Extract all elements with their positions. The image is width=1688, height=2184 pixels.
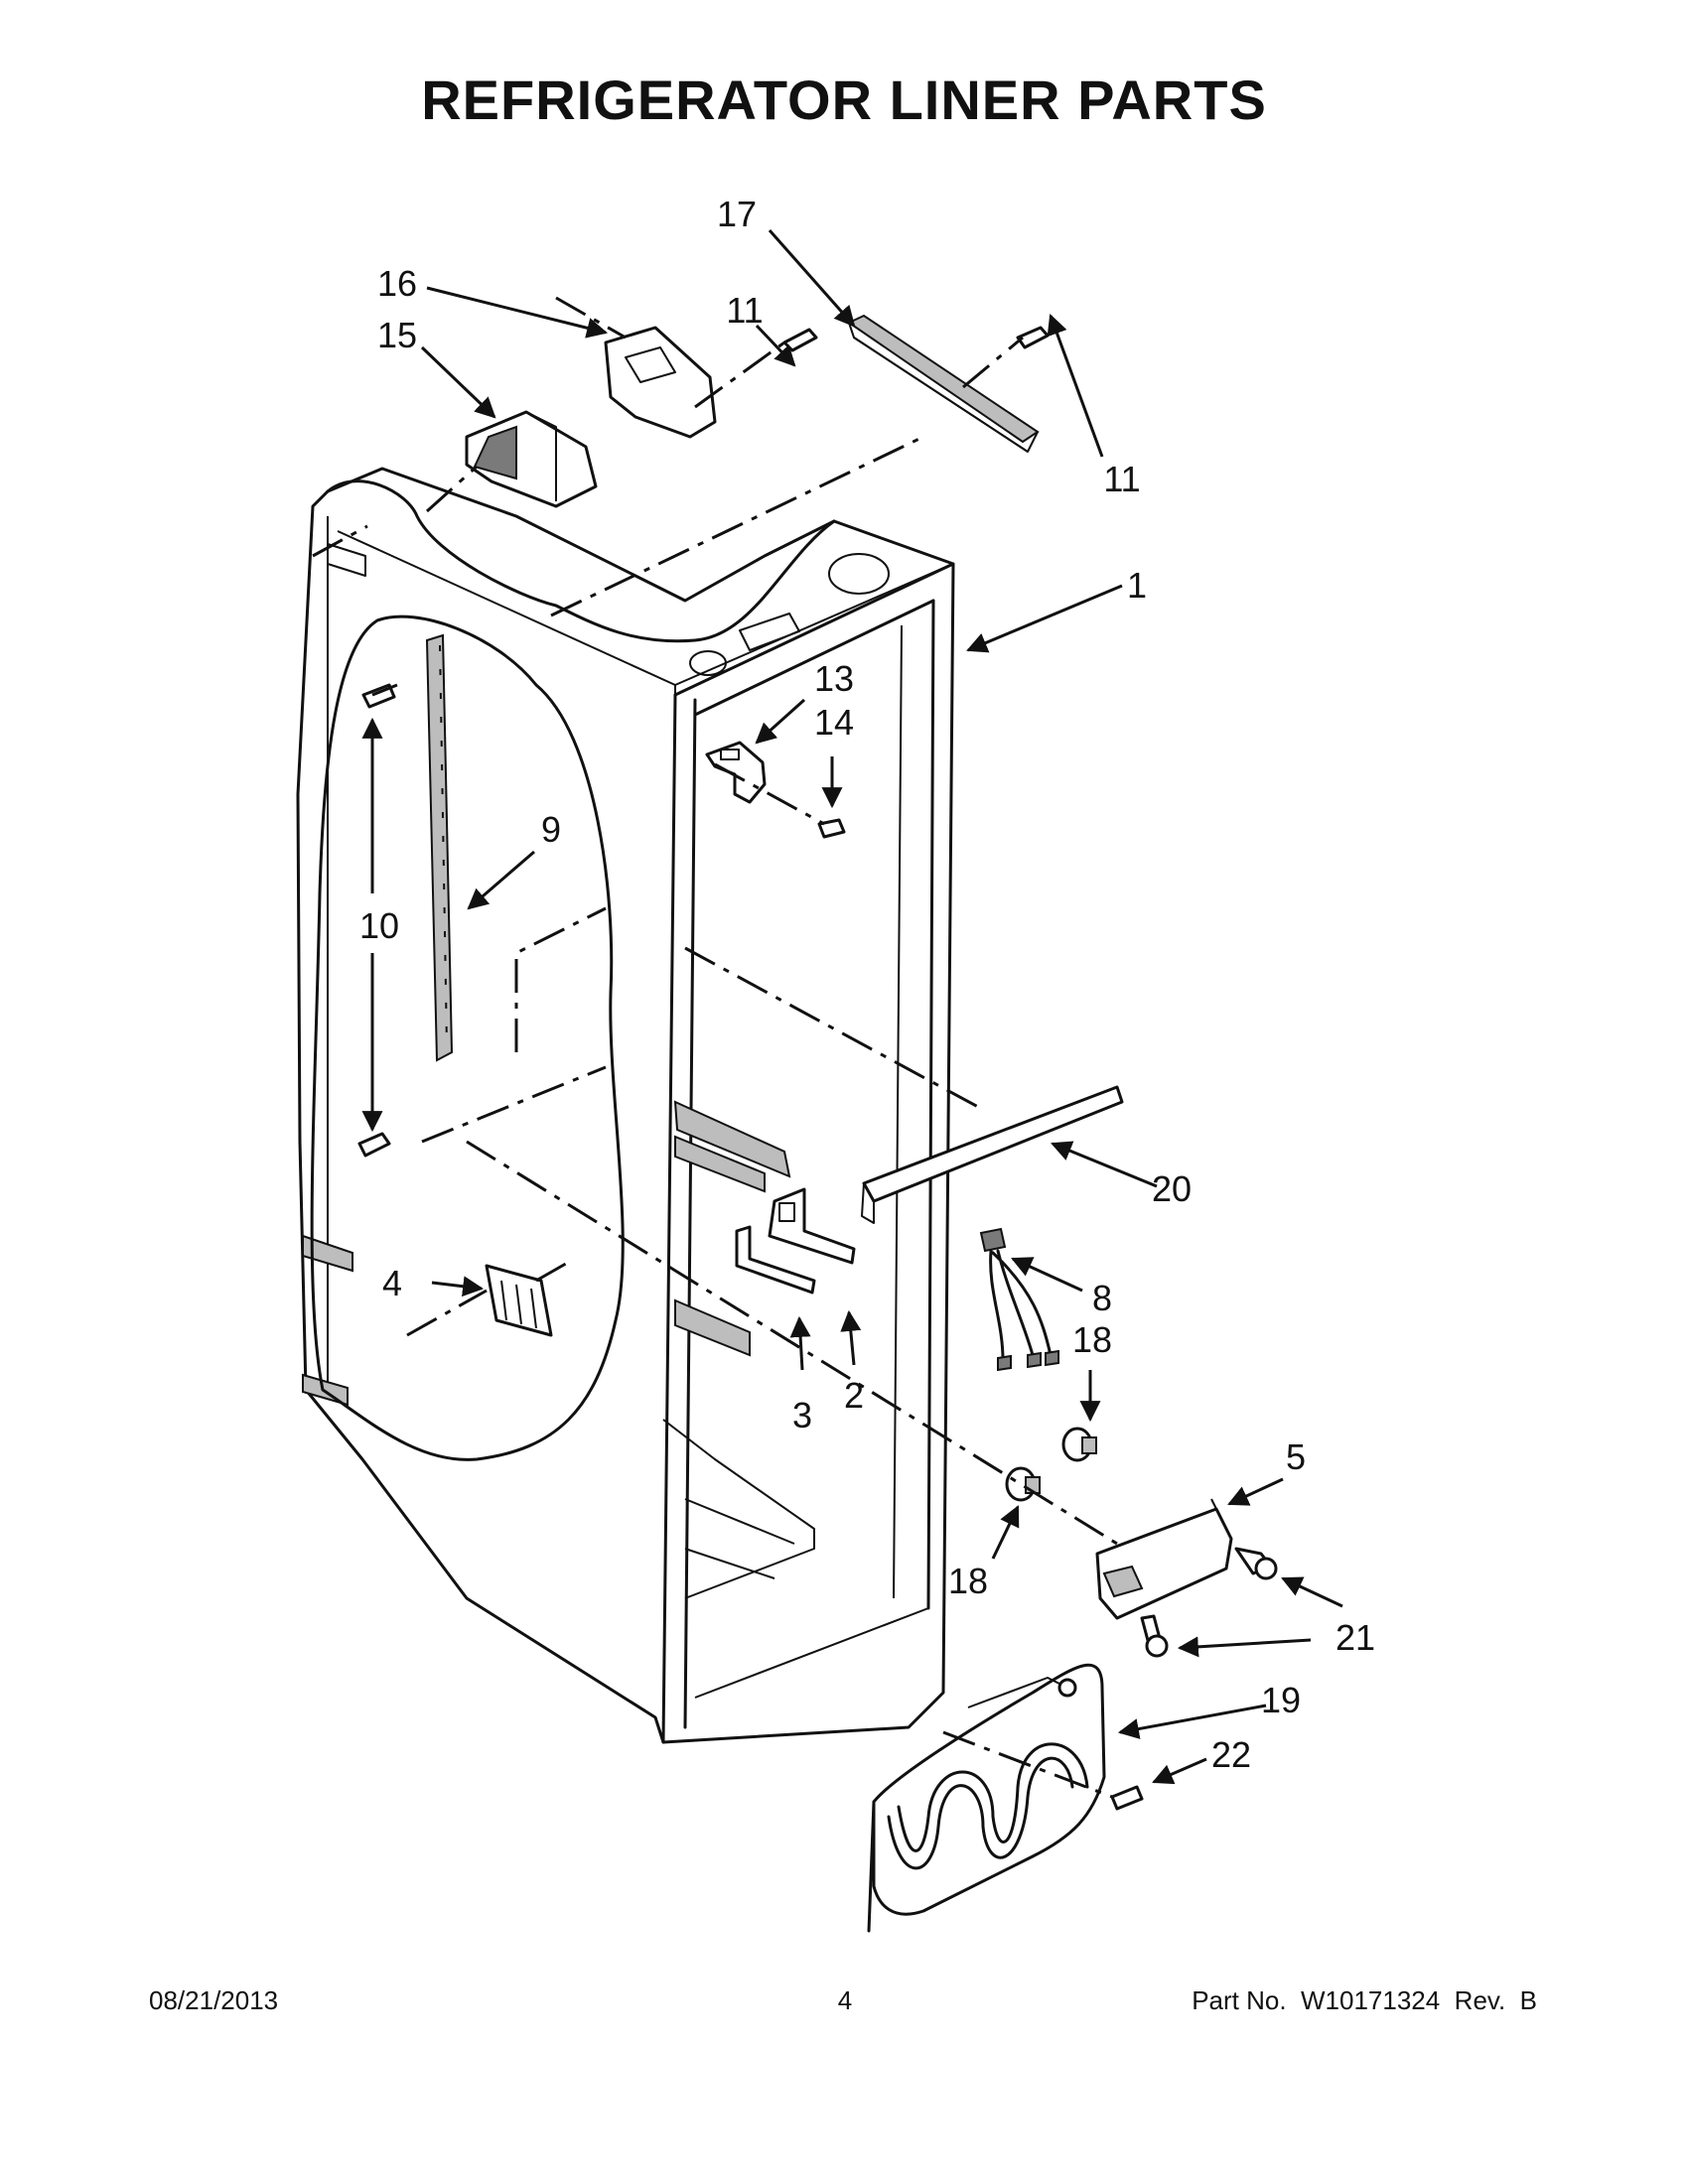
callout-14: 14 [814, 702, 854, 743]
callout-20: 21 [1336, 1617, 1375, 1658]
callout-13: 13 [814, 658, 854, 699]
callout-10: 10 [359, 905, 399, 946]
callout-21: 20 [1152, 1168, 1192, 1209]
part-18-socket-a [1061, 1427, 1097, 1462]
refrigerator-liner [296, 467, 955, 1744]
screw-11-a [782, 328, 818, 352]
screw-10-bottom [357, 1132, 391, 1158]
callout-9: 9 [541, 809, 561, 850]
part-16-bracket [604, 326, 717, 439]
part-5-light-housing [1095, 1498, 1233, 1620]
callout-19: 19 [1261, 1680, 1301, 1720]
callout-11-top: 11 [726, 290, 763, 331]
callout-15: 15 [377, 315, 417, 355]
callout-labels: 17 16 15 11 11 1 13 14 9 10 20 8 18 4 2 … [359, 194, 1375, 1775]
part-3-clip [735, 1225, 816, 1295]
part-8-harness [979, 1227, 1059, 1372]
part-15-control [465, 410, 598, 508]
footer-part-number: Part No. W10171324 Rev. B [1192, 1985, 1537, 2015]
callout-3: 3 [792, 1395, 812, 1435]
footer-date: 08/21/2013 [149, 1985, 279, 2015]
callout-11-right: 11 [1103, 459, 1140, 499]
callout-8: 8 [1092, 1278, 1112, 1318]
rail-9 [425, 633, 454, 1062]
callout-4: 4 [382, 1263, 402, 1303]
callout-18-bottom: 18 [948, 1561, 988, 1601]
assembly-lines [312, 296, 1118, 1799]
callout-16: 16 [377, 263, 417, 304]
callout-2: 2 [844, 1375, 864, 1416]
footer-page-number: 4 [837, 1985, 853, 2015]
screw-14 [817, 818, 846, 839]
callout-1: 1 [1127, 565, 1147, 606]
wiring-harness-loop [310, 614, 625, 1461]
part-21-channel [861, 1085, 1124, 1224]
callout-5: 5 [1286, 1436, 1306, 1477]
part-2-bracket [768, 1187, 856, 1265]
callout-18-top: 18 [1072, 1319, 1112, 1360]
part-18-socket-b [1005, 1466, 1041, 1502]
part-22-screw [1110, 1785, 1144, 1811]
callout-22: 22 [1211, 1734, 1251, 1775]
callout-17: 17 [717, 194, 757, 234]
page-title: REFRIGERATOR LINER PARTS [421, 68, 1267, 131]
leader-arrows [361, 229, 1343, 1785]
part-17-channel [846, 314, 1040, 453]
part-4-grille [485, 1264, 553, 1337]
